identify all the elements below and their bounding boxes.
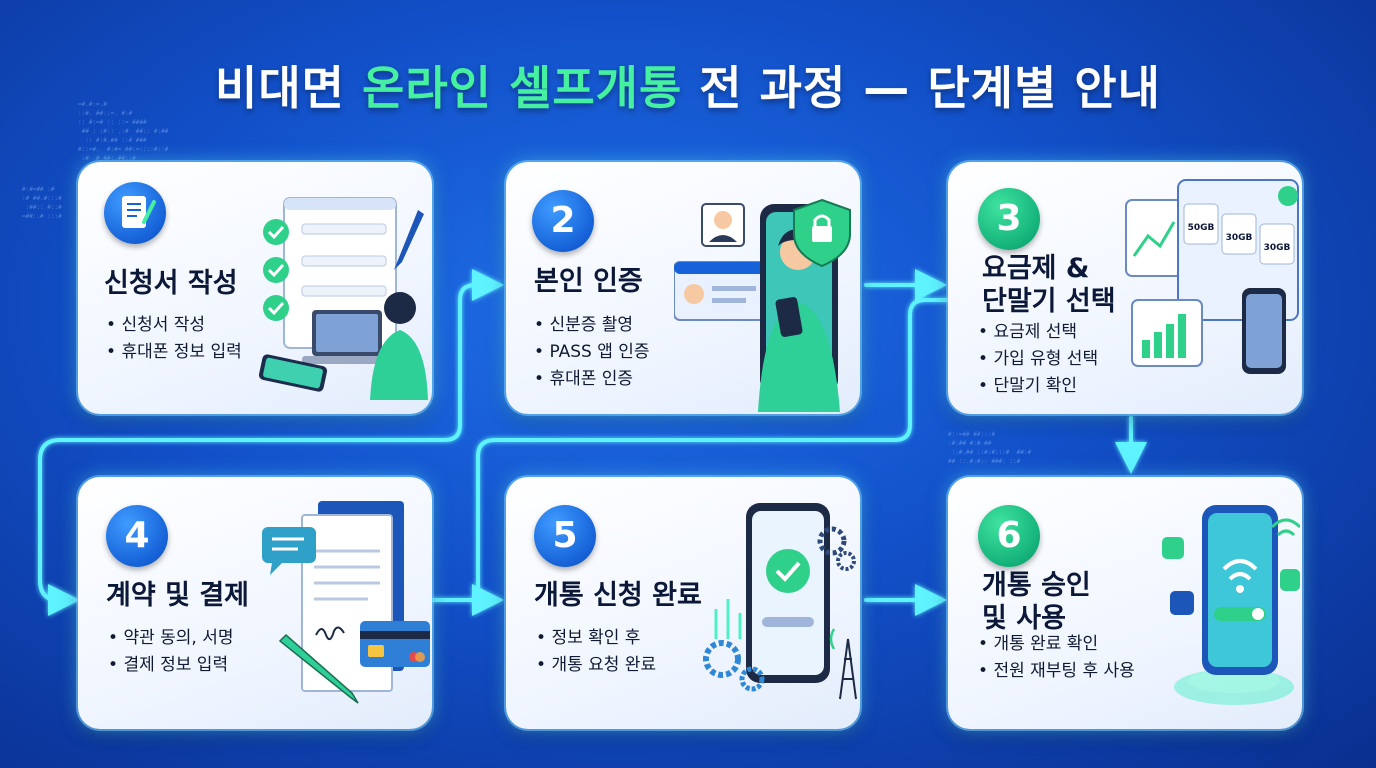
arrow-step1-to-step2 [428,269,504,442]
step-4-badge: 4 [106,505,168,567]
step-2-bullets: 신분증 촬영 PASS 앱 인증 휴대폰 인증 [534,312,650,393]
step-3-bullet: 요금제 선택 [978,319,1098,346]
identity-verification-icon [674,198,851,412]
step-4-bullet: 결제 정보 입력 [108,652,234,679]
background-code-decor: #::=## ##:::# :#:## #:# ## ::#.## ::#:#:… [948,431,1032,465]
step-5-bullet: 정보 확인 후 [536,625,656,652]
plan-selection-icon: 50GB 30GB 30GB [1125,179,1299,374]
step-1-badge [104,182,166,244]
step-2-title: 본인 인증 [534,266,643,297]
contract-payment-icon [262,501,430,704]
form-illustration [258,197,428,400]
step-card-1: 신청서 작성 신청서 작성 휴대폰 정보 입력 [78,162,432,414]
step-1-title: 신청서 작성 [104,268,238,299]
step-3-bullets: 요금제 선택 가입 유형 선택 단말기 확인 [978,319,1098,400]
step-3-bullet: 가입 유형 선택 [978,346,1098,373]
step-1-bullet: 신청서 작성 [106,312,242,339]
step-2-bullet: 신분증 촬영 [534,312,650,339]
step-6-bullet: 개통 완료 확인 [978,631,1135,658]
step-6-bullets: 개통 완료 확인 전원 재부팅 후 사용 [978,631,1135,685]
activation-complete-icon [1162,505,1300,705]
background-code-decor: #:#=## :# :# ##.#:::# :##:: #::# =##:.# … [22,186,62,220]
step-5-bullets: 정보 확인 후 개통 요청 완료 [536,625,656,679]
arrow-step1-to-step4 [38,438,432,616]
step-2-bullet: PASS 앱 인증 [534,339,649,366]
step-card-5: 5 개통 신청 완료 정보 확인 후 개통 요청 완료 [506,477,860,729]
step-3-bullet: 단말기 확인 [978,373,1098,400]
step-4-bullets: 약관 동의, 서명 결제 정보 입력 [108,625,234,679]
page-title: 비대면 온라인 셀프개통 전 과정 — 단계별 안내 [215,61,1161,115]
application-form-icon [122,196,156,228]
activation-request-icon [703,503,857,700]
arrow-step3-to-step5 [471,298,950,616]
step-1-bullet: 휴대폰 정보 입력 [106,339,241,366]
step-card-3: 3 요금제 &단말기 선택 요금제 선택 가입 유형 선택 단말기 확인 50G… [948,162,1302,414]
step-3-badge: 3 [978,188,1040,250]
step-6-bullet: 전원 재부팅 후 사용 [978,658,1134,685]
step-3-title: 요금제 &단말기 선택 [982,253,1116,317]
step-5-title: 개통 신청 완료 [534,580,702,611]
step-4-title: 계약 및 결제 [106,580,249,611]
step-5-badge: 5 [534,505,596,567]
step-1-bullets: 신청서 작성 휴대폰 정보 입력 [106,312,242,366]
step-2-badge: 2 [532,190,594,252]
plan-label: 30GB [1264,243,1291,253]
plan-label: 50GB [1188,223,1215,233]
step-card-6: 6 개통 승인및 사용 개통 완료 확인 전원 재부팅 후 사용 [948,477,1302,729]
background-code-decor: =#.#:=.# ::#. ##::=. #:# :: #:=# :: ::= … [78,101,169,162]
step-2-bullet: 휴대폰 인증 [534,366,650,393]
step-card-4: 4 계약 및 결제 약관 동의, 서명 결제 정보 입력 [78,477,432,729]
plan-label: 30GB [1226,233,1253,243]
step-6-badge: 6 [978,505,1040,567]
step-5-bullet: 개통 요청 완료 [536,652,656,679]
step-card-2: 2 본인 인증 신분증 촬영 PASS 앱 인증 휴대폰 인증 [506,162,860,414]
step-4-bullet: 약관 동의, 서명 [108,625,233,652]
